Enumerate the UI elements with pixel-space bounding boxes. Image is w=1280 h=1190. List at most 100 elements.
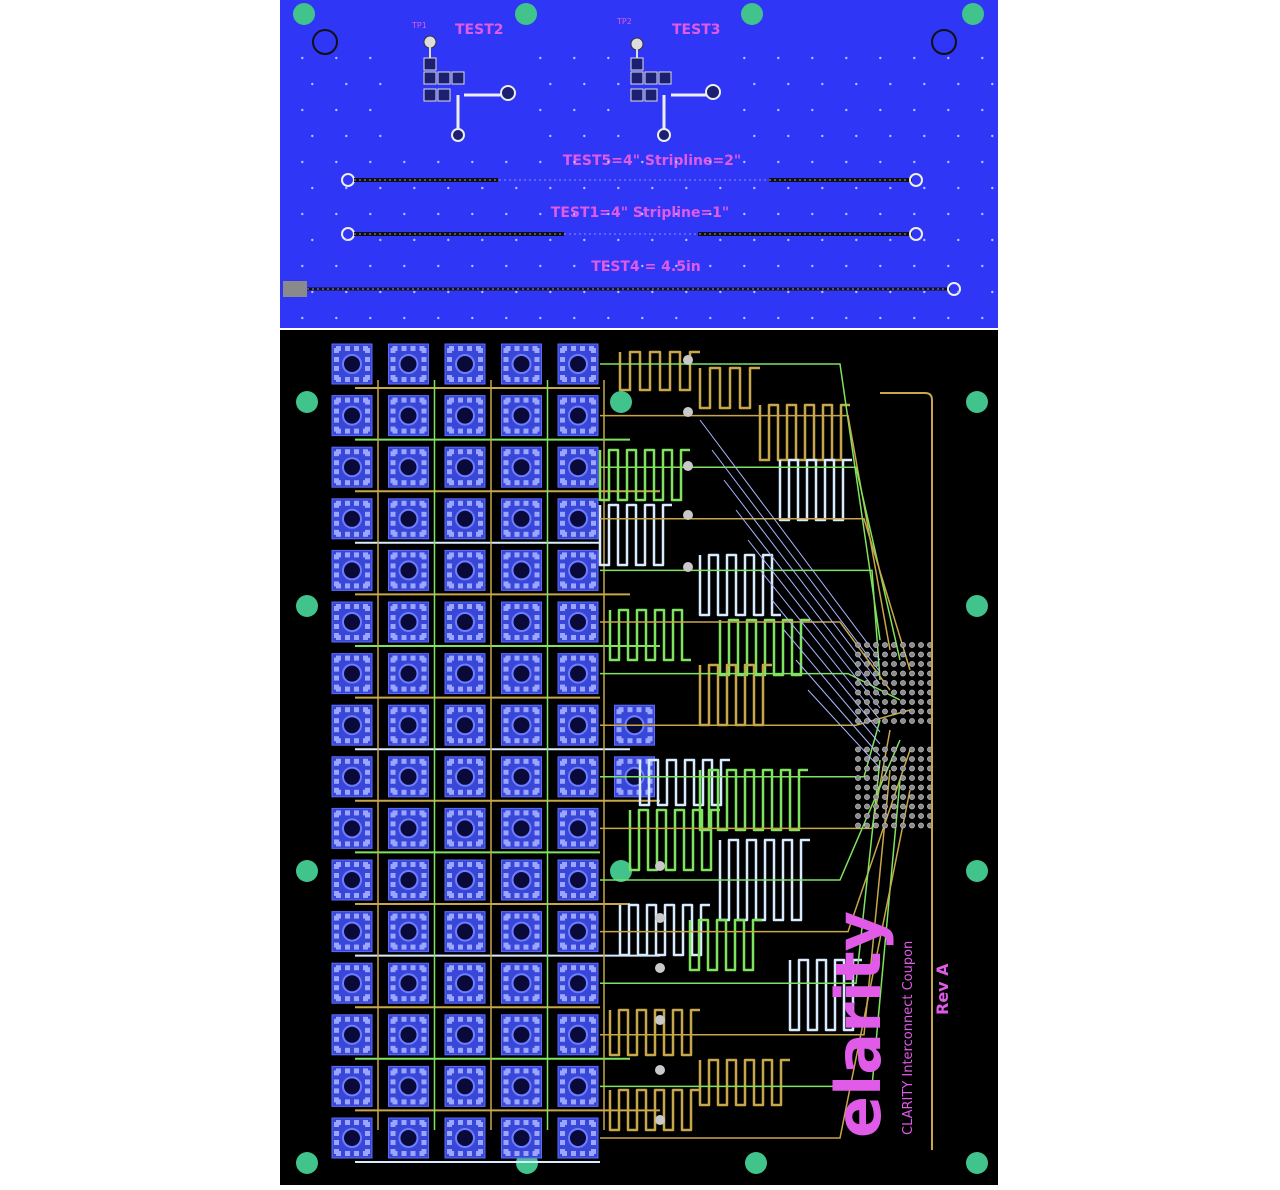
connector-pad xyxy=(557,704,599,746)
stitch-via xyxy=(845,316,848,320)
stitch-via xyxy=(753,82,756,86)
stitch-via xyxy=(991,238,994,242)
bga-via xyxy=(873,670,879,677)
smd-pad xyxy=(658,71,672,85)
bga-via xyxy=(882,642,888,648)
bga-via xyxy=(918,775,924,781)
bga-via xyxy=(855,708,861,715)
stitch-via xyxy=(301,212,304,216)
connector-pad xyxy=(388,859,429,901)
stitch-via xyxy=(879,108,882,112)
serpentine-trace xyxy=(698,553,781,617)
bga-via xyxy=(891,765,897,772)
stitch-via xyxy=(889,134,892,138)
stitch-via xyxy=(447,186,450,190)
bga-via xyxy=(864,642,870,648)
connector-pad xyxy=(557,756,599,798)
connector-pad xyxy=(444,704,486,746)
stitch-via xyxy=(913,212,916,216)
bga-via xyxy=(918,822,924,829)
bga-via xyxy=(891,670,897,677)
stitch-via xyxy=(301,160,304,164)
stitch-via xyxy=(607,108,610,112)
stitch-via xyxy=(447,238,450,242)
route-trace xyxy=(600,621,891,691)
bga-via xyxy=(909,813,915,819)
bga-via xyxy=(882,699,888,705)
stitch-via xyxy=(311,186,314,190)
bga-via xyxy=(909,765,915,772)
stitch-via xyxy=(777,56,780,60)
stitch-via xyxy=(991,186,994,190)
stitch-via xyxy=(709,316,712,320)
connector-pad xyxy=(388,343,429,385)
stitch-via xyxy=(777,108,780,112)
via xyxy=(451,128,465,142)
connector-pad xyxy=(331,549,373,591)
stitch-via xyxy=(471,264,474,268)
connector-pad xyxy=(501,962,542,1004)
connector-pad xyxy=(501,653,542,695)
stitch-via xyxy=(369,264,372,268)
connector-pad xyxy=(331,807,373,849)
stitch-via xyxy=(379,134,382,138)
stitch-via xyxy=(607,264,610,268)
bga-via xyxy=(855,822,861,829)
bga-via xyxy=(891,784,897,791)
smd-pad xyxy=(644,71,658,85)
bga-via xyxy=(855,784,861,791)
bga-via xyxy=(918,813,924,819)
stitch-via xyxy=(437,264,440,268)
connector-pad xyxy=(388,549,429,591)
bga-via xyxy=(873,718,879,724)
stitch-via xyxy=(335,212,338,216)
bga-via xyxy=(882,775,888,781)
stitch-via xyxy=(879,316,882,320)
bga-via xyxy=(882,718,888,724)
bga-via xyxy=(882,670,888,677)
stitch-via xyxy=(651,238,654,242)
bga-via xyxy=(855,803,861,810)
tooling-hole xyxy=(931,29,957,55)
stitch-via xyxy=(991,134,994,138)
mount-hole xyxy=(296,1152,318,1174)
connector-pad xyxy=(444,343,486,385)
stitch-via xyxy=(471,316,474,320)
mount-hole xyxy=(610,860,632,882)
stitch-via xyxy=(311,290,314,294)
stitch-via xyxy=(889,186,892,190)
connector-pad xyxy=(444,549,486,591)
stitch-via xyxy=(821,82,824,86)
stitch-via xyxy=(403,212,406,216)
stitch-via xyxy=(855,290,858,294)
stitch-via xyxy=(743,212,746,216)
connector-pad xyxy=(444,962,486,1004)
stitch-via xyxy=(573,316,576,320)
bga-via xyxy=(900,822,906,829)
bga-via xyxy=(891,756,897,762)
stitching-vias xyxy=(301,56,994,320)
stitch-via xyxy=(335,108,338,112)
bga-via xyxy=(882,661,888,667)
smd-pad xyxy=(644,88,658,102)
bga-via xyxy=(900,651,906,658)
stitch-via xyxy=(879,212,882,216)
connector-pad xyxy=(501,395,542,437)
serpentine-trace xyxy=(628,808,720,872)
route-trace xyxy=(600,709,911,726)
bga-via xyxy=(900,661,906,667)
stitch-via xyxy=(573,108,576,112)
connector-pad xyxy=(444,859,486,901)
bga-via xyxy=(891,803,897,810)
bga-via xyxy=(855,746,861,753)
stitch-via xyxy=(641,160,644,164)
stitch-via xyxy=(335,160,338,164)
test2-label: TEST2 xyxy=(455,22,504,38)
connector-pad xyxy=(331,653,373,695)
stitch-via xyxy=(369,56,372,60)
stitch-via xyxy=(743,316,746,320)
bga-via xyxy=(918,784,924,791)
stitch-via xyxy=(345,82,348,86)
bga-via xyxy=(882,784,888,791)
